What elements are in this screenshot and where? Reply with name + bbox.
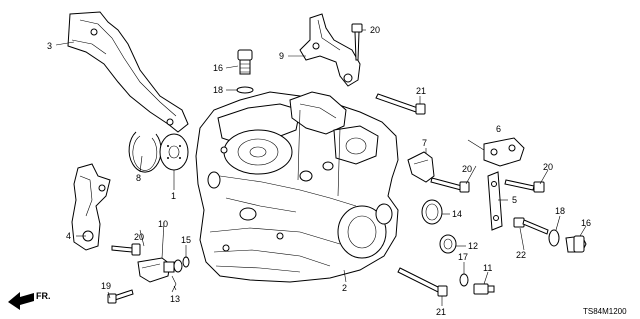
callout-7: 7 bbox=[422, 138, 427, 148]
callout-20-right: 20 bbox=[543, 162, 553, 172]
callout-6: 6 bbox=[496, 124, 501, 134]
callout-14: 14 bbox=[452, 209, 462, 219]
part-18-washer-top bbox=[236, 86, 254, 94]
part-20-bolt-top bbox=[351, 23, 363, 61]
part-17-washer bbox=[459, 273, 469, 287]
callout-20-top: 20 bbox=[370, 25, 380, 35]
front-direction-indicator: FR. bbox=[8, 291, 51, 310]
part-4-bracket bbox=[71, 163, 111, 251]
part-18-washer-right bbox=[548, 229, 560, 247]
part-20-bolt-left bbox=[111, 243, 141, 256]
callout-18-top: 18 bbox=[213, 85, 223, 95]
callout-18-right: 18 bbox=[555, 206, 565, 216]
part-15-o-ring bbox=[182, 256, 190, 268]
callout-1: 1 bbox=[171, 191, 176, 201]
part-9-shift-bracket bbox=[299, 13, 361, 87]
part-3-bracket bbox=[67, 11, 189, 133]
diagram-code: TS84M1200 bbox=[583, 307, 627, 316]
callout-12: 12 bbox=[468, 241, 478, 251]
part-5-plate bbox=[487, 171, 503, 231]
callout-15: 15 bbox=[181, 235, 191, 245]
part-20-bolt-mid bbox=[430, 177, 470, 193]
part-19-bolt bbox=[107, 289, 134, 304]
part-11-plug bbox=[473, 283, 495, 295]
callout-9: 9 bbox=[279, 51, 284, 61]
part-13-clip bbox=[171, 275, 177, 293]
callout-2: 2 bbox=[342, 283, 347, 293]
part-8-snap-ring bbox=[128, 131, 162, 173]
part-10-sensor bbox=[137, 257, 183, 283]
callout-4: 4 bbox=[66, 231, 71, 241]
part-6-bracket bbox=[483, 137, 525, 167]
callout-8: 8 bbox=[136, 173, 141, 183]
part-16-plug-top bbox=[237, 49, 253, 75]
leader-lines bbox=[55, 29, 587, 306]
callout-17: 17 bbox=[458, 252, 468, 262]
part-12-oil-seal bbox=[439, 234, 457, 254]
part-21-bolt-upper bbox=[375, 93, 426, 115]
callout-21-upper: 21 bbox=[416, 86, 426, 96]
callout-22: 22 bbox=[516, 250, 526, 260]
callout-10: 10 bbox=[158, 219, 168, 229]
part-1-plate bbox=[159, 133, 189, 171]
front-arrow-icon bbox=[8, 292, 34, 310]
callout-21-lower: 21 bbox=[436, 307, 446, 317]
part-22-bolt bbox=[513, 217, 549, 235]
part-16-plug-right bbox=[565, 235, 587, 253]
callout-16-right: 16 bbox=[581, 218, 591, 228]
callout-16-top: 16 bbox=[213, 63, 223, 73]
callout-labels: 3 8 1 4 20 10 15 13 19 16 18 9 20 21 7 6… bbox=[47, 25, 591, 317]
callout-13: 13 bbox=[170, 294, 180, 304]
callout-3: 3 bbox=[47, 41, 52, 51]
callout-20-left: 20 bbox=[134, 232, 144, 242]
part-21-bolt-lower bbox=[397, 267, 448, 297]
callout-5: 5 bbox=[512, 195, 517, 205]
transmission-case bbox=[195, 91, 399, 283]
callout-20-mid: 20 bbox=[462, 164, 472, 174]
part-14-oil-seal bbox=[421, 199, 443, 225]
part-20-bolt-right bbox=[504, 179, 545, 193]
front-label: FR. bbox=[36, 291, 51, 301]
part-7-bracket bbox=[407, 151, 435, 183]
callout-11: 11 bbox=[483, 263, 492, 273]
callout-19: 19 bbox=[101, 281, 111, 291]
